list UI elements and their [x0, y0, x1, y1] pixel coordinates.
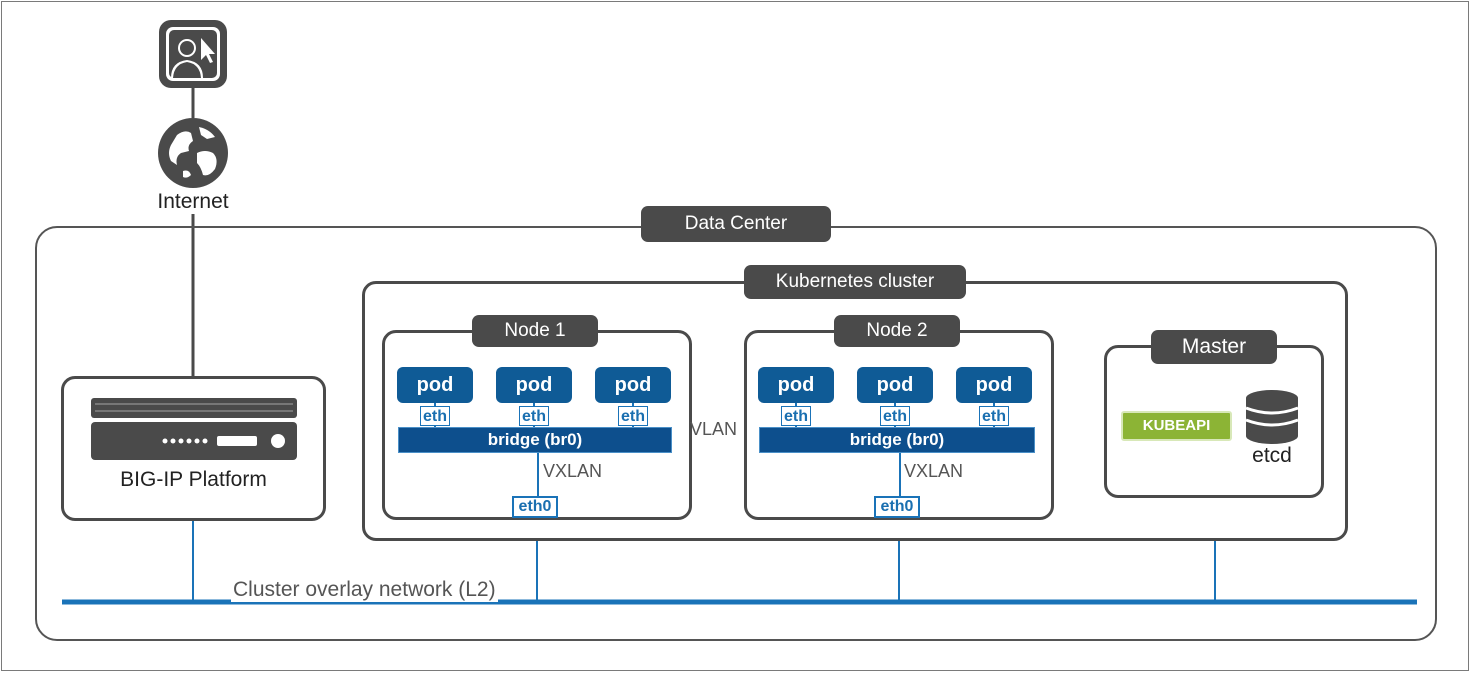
node1-tag: Node 1 [472, 315, 598, 347]
node2-eth: eth [781, 406, 811, 426]
user-cursor-icon [157, 18, 229, 90]
bigip-label: BIG-IP Platform [120, 468, 267, 491]
node2-eth: eth [880, 406, 910, 426]
server-appliance-icon [91, 398, 297, 460]
node2-pod: pod [956, 367, 1032, 403]
node1-pod: pod [397, 367, 473, 403]
node1-eth: eth [618, 406, 648, 426]
kubeapi-badge: KUBEAPI [1121, 411, 1232, 441]
internet-label: Internet [157, 190, 229, 213]
overlay-network-label: Cluster overlay network (L2) [231, 578, 498, 602]
node1-pod: pod [496, 367, 572, 403]
node1-eth: eth [420, 406, 450, 426]
node1-eth: eth [519, 406, 549, 426]
node1-eth0: eth0 [512, 496, 558, 518]
node2-tag: Node 2 [834, 315, 960, 347]
node2-bridge: bridge (br0) [759, 427, 1035, 453]
node1-pod: pod [595, 367, 671, 403]
master-tag: Master [1151, 330, 1277, 364]
node1-vxlan-label: VXLAN [543, 461, 603, 481]
data-center-tag: Data Center [641, 206, 831, 242]
node1-bridge: bridge (br0) [398, 427, 672, 453]
node2-pod: pod [857, 367, 933, 403]
node2-eth: eth [979, 406, 1009, 426]
vlan-label: VLAN [690, 419, 738, 439]
globe-icon [157, 117, 229, 189]
kubernetes-cluster-tag: Kubernetes cluster [744, 265, 966, 299]
database-icon [1245, 389, 1299, 445]
node2-pod: pod [758, 367, 834, 403]
node2-vxlan-label: VXLAN [904, 461, 964, 481]
node2-eth0: eth0 [874, 496, 920, 518]
etcd-label: etcd [1252, 444, 1292, 467]
